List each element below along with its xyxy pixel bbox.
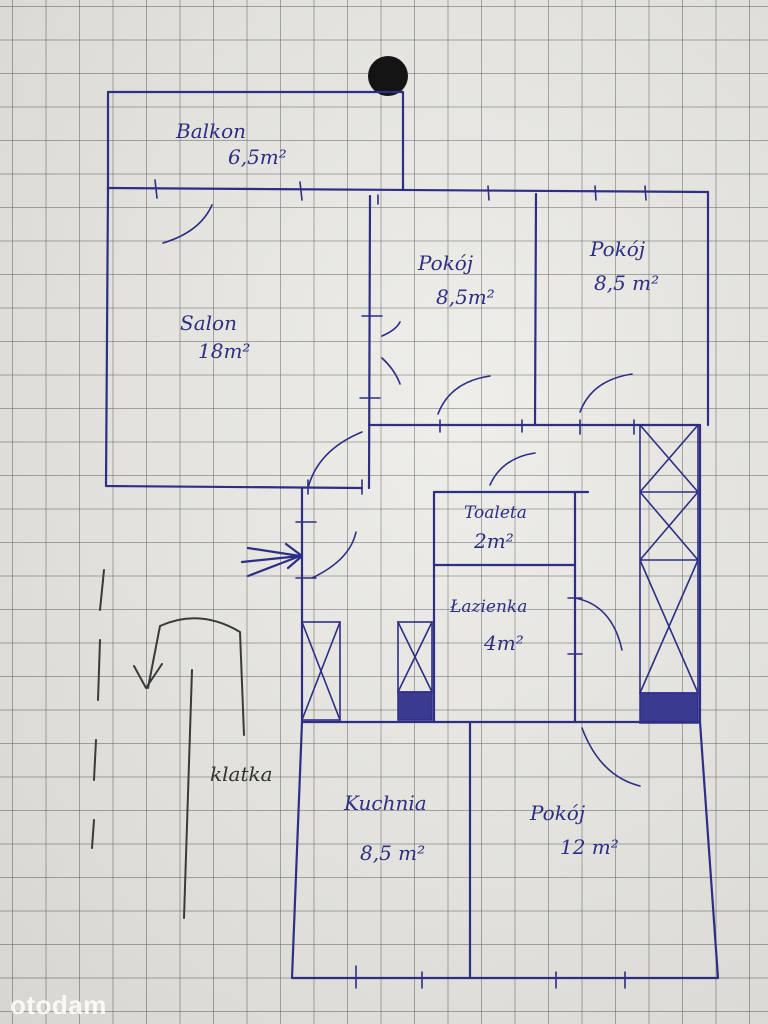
balkon-name: Balkon <box>176 119 247 143</box>
ticks-bottom <box>355 965 626 989</box>
closet-left <box>301 621 341 721</box>
pokoj3-name: Pokój <box>530 801 586 825</box>
closet-right-dividers <box>639 424 699 694</box>
pokoj1-area: 8,5m² <box>436 285 495 309</box>
salon-door <box>162 204 213 244</box>
lazienka-door <box>574 597 623 651</box>
klatka-label: klatka <box>210 762 273 786</box>
stairwell-dashes <box>91 569 105 849</box>
balkon-area: 6,5m² <box>228 145 287 169</box>
entrance-arrow <box>240 542 304 578</box>
pokoj2-name: Pokój <box>590 237 646 261</box>
kuchnia-outline <box>290 720 472 980</box>
kuchnia-area: 8,5 m² <box>360 841 426 865</box>
ticks-pokoj2 <box>579 419 635 435</box>
salon-area: 18m² <box>198 339 251 363</box>
salon-outline <box>104 186 364 490</box>
ticks-lazienka <box>567 597 583 655</box>
punch-hole <box>368 56 408 96</box>
pokoj1-door <box>437 375 491 415</box>
watermark-logo: otodam <box>10 990 107 1020</box>
closet-middle-hatch <box>397 691 433 721</box>
pokoj2-door <box>579 373 633 413</box>
salon-name: Salon <box>180 311 237 335</box>
closet-middle-x <box>397 621 433 693</box>
pokoj2-area: 8,5 m² <box>594 271 660 295</box>
toaleta-name: Toaleta <box>464 503 527 523</box>
lazienka-area: 4m² <box>484 631 524 655</box>
toaleta-area: 2m² <box>474 529 514 553</box>
top-wall <box>106 186 710 194</box>
toaleta-door <box>489 452 536 486</box>
closet-left-x <box>301 621 341 721</box>
pokoj3-outline <box>468 720 720 980</box>
stairwell-line <box>183 669 193 919</box>
pokoj1-left-wall <box>367 194 372 490</box>
ticks-hall <box>307 479 363 495</box>
kuchnia-name: Kuchnia <box>344 791 427 815</box>
pokoj1-right-wall <box>533 192 538 427</box>
salon-door-hall <box>307 431 363 489</box>
pokoj3-area: 12 m² <box>560 835 619 859</box>
closet-right-hatch <box>639 692 699 724</box>
lazienka-name: Łazienka <box>450 597 528 617</box>
balcony-outline <box>106 90 405 192</box>
pokoj3-door <box>581 727 641 787</box>
ticks-top <box>154 179 647 205</box>
stairwell-arrow <box>133 617 245 736</box>
entrance-door <box>295 521 357 579</box>
balkon-label: Balkon <box>176 120 246 142</box>
pokoj1-name: Pokój <box>418 251 474 275</box>
pokoj1-door-side <box>359 315 401 399</box>
toaleta-outline <box>432 490 590 724</box>
closet-right <box>639 424 699 694</box>
